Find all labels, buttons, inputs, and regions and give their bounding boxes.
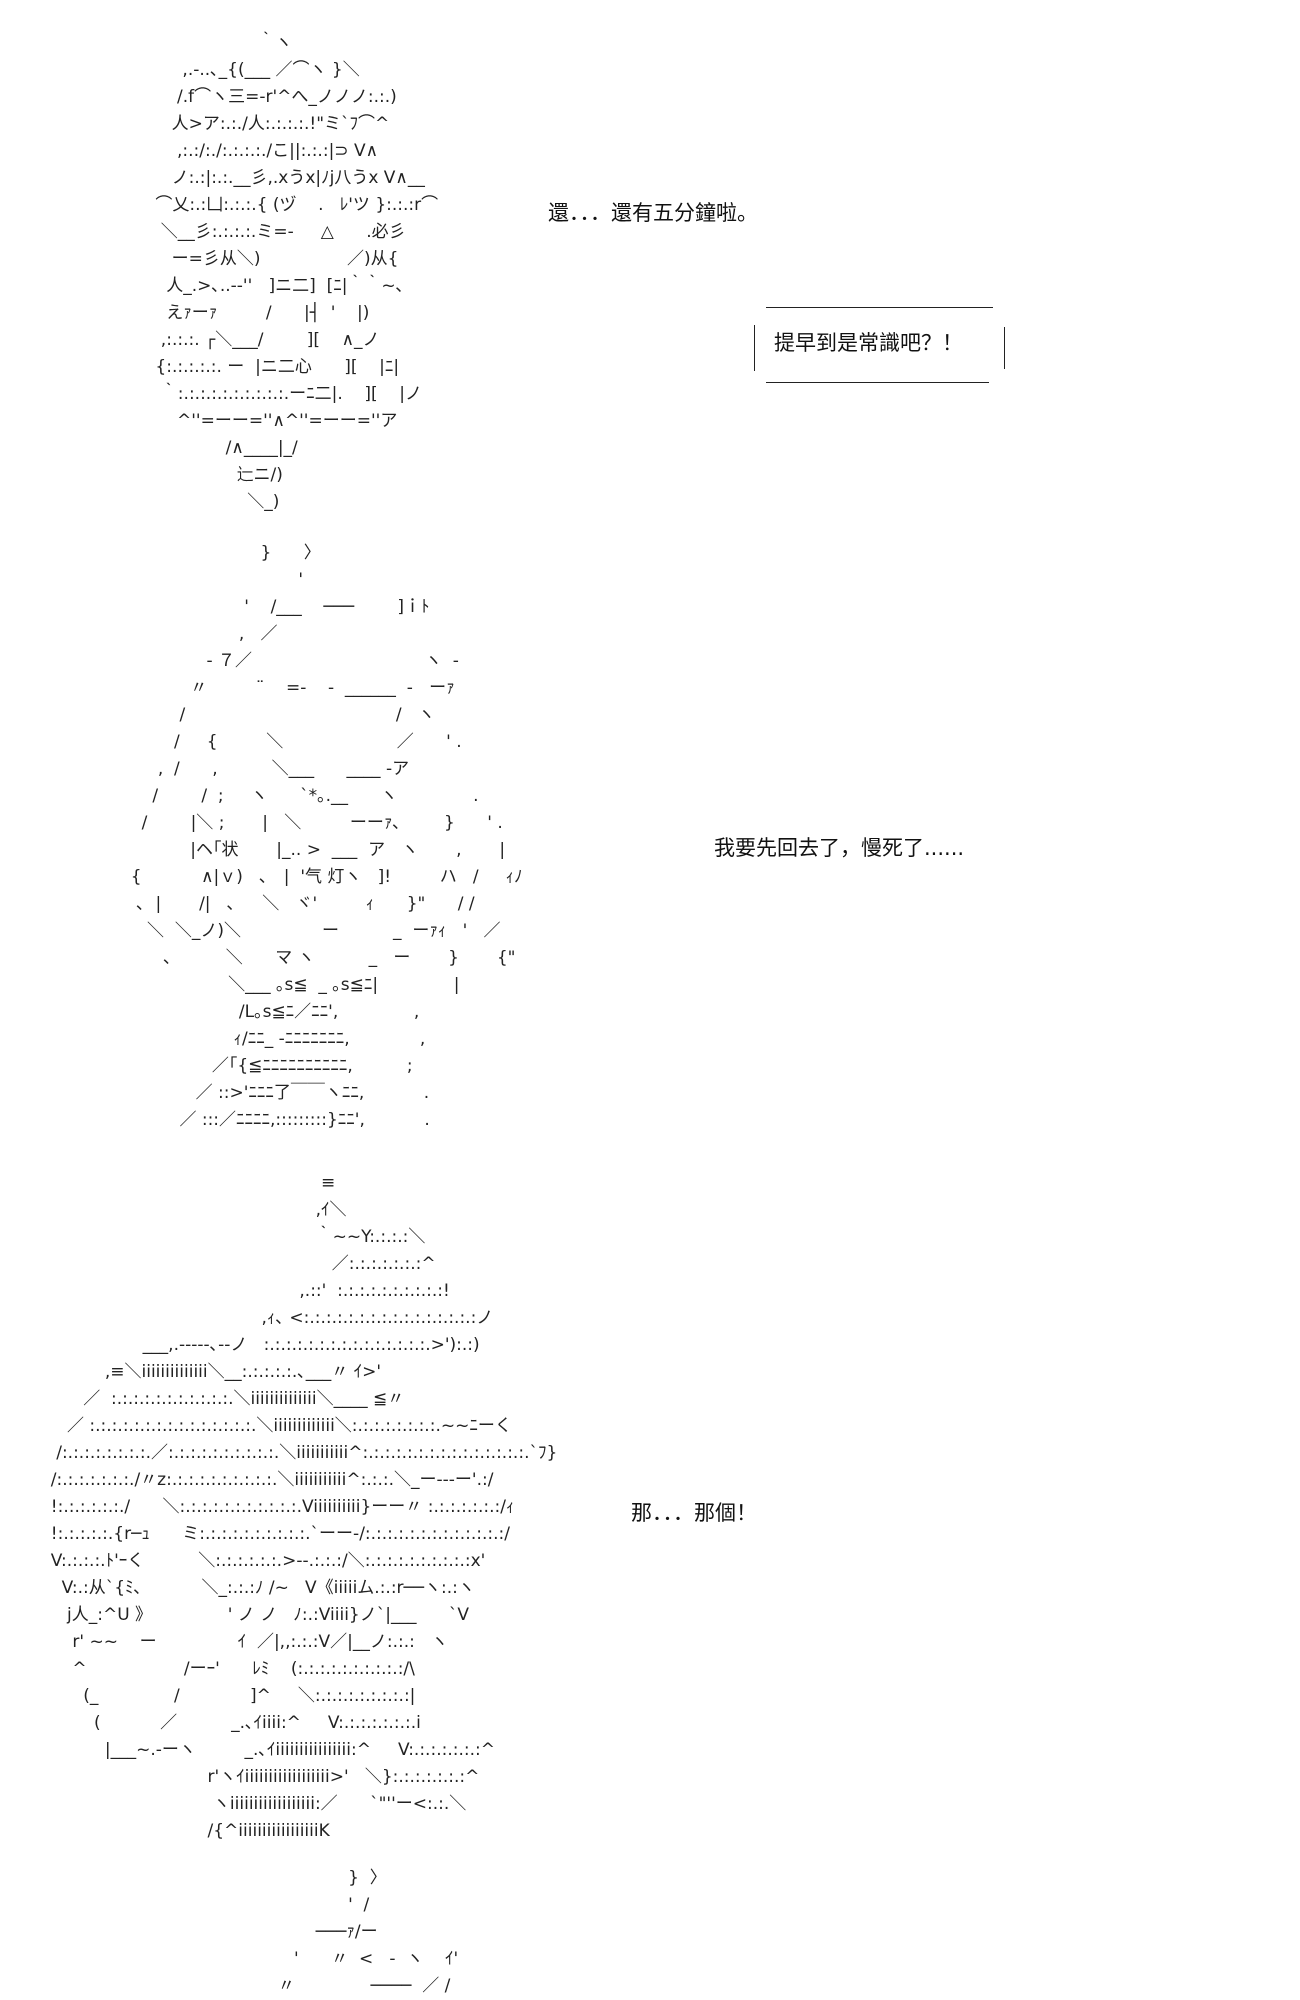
bubble-border-left (754, 325, 755, 371)
ascii-art-panel-1: ｀ヽ ,.‐..､_{(___ ／⌒ヽ }＼ /.f⌒ヽ三=-r'^へ_ノノノ:… (155, 33, 439, 512)
ascii-art-panel-2: } 〉 ' ' /___ ─── ]ｉﾄ , ／ - ７／ ヽ - 〃 (130, 543, 523, 1130)
dialogue-line-3: 那．．．那個！ (631, 1501, 757, 1525)
dialogue-line-2: 我要先回去了，慢死了...... (714, 836, 965, 860)
bubble-border-bottom (766, 382, 989, 383)
bubble-border-right (1004, 327, 1005, 369)
bubble-border-top (766, 307, 993, 308)
ascii-art-panel-3: ≡ ,ｲ＼ ｀~~Y:.:.:.:＼ ／:.:.:.:.:.:.:^ (50, 1173, 558, 1841)
speech-bubble: 提早到是常識吧？！ (752, 305, 1007, 387)
ascii-art-panel-4: } 〉 ' / ───ｧ/ー ' 〃 < - ヽ ｲ' 〃 ──── ／ / (277, 1868, 459, 1996)
dialogue-line-1: 還．．．還有五分鐘啦。 (548, 201, 758, 225)
bubble-text: 提早到是常識吧？！ (774, 331, 963, 355)
